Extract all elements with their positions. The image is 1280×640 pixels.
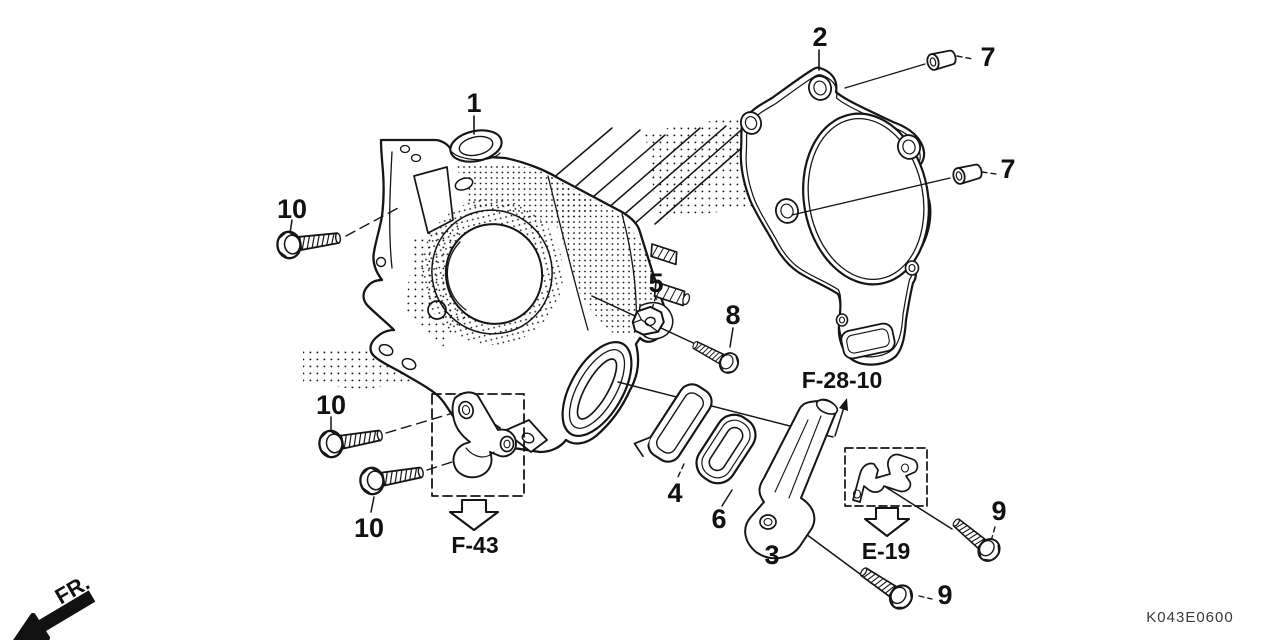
bolt-10c [357,457,427,498]
callout-10b: 10 [316,390,346,420]
bolt-8 [687,334,743,378]
callout-7a: 7 [980,42,995,72]
f43-arrow-icon [448,498,500,532]
water-pipe-part-3 [744,398,839,560]
bolt-9b [854,559,918,614]
ref-f-28-10: F-28-10 [802,367,883,393]
callout-10a: 10 [277,194,307,224]
callout-8: 8 [725,300,740,330]
chain-guide-part-4 [633,383,713,463]
callout-1: 1 [466,88,481,118]
bolt-10b [316,420,386,461]
gasket-part-2 [739,66,932,366]
bracket-in-e19 [852,453,919,503]
dowel-pin-7a [924,47,959,72]
e19-box [844,447,928,507]
callout-4: 4 [667,478,682,508]
bolt-10a [274,223,344,261]
gasket-bore [802,112,930,286]
diagram-code: K043E0600 [1146,609,1233,626]
callout-3: 3 [764,540,779,570]
fr-arrow-icon: FR. [13,570,96,640]
callout-6: 6 [711,504,726,534]
cylinder-bore [420,199,564,345]
callout-9b: 9 [937,580,952,610]
dowel-pin-7b [950,161,985,186]
callout-5: 5 [648,268,663,298]
e19-arrow-icon [863,506,911,538]
gasket-tail-cutout [840,322,896,360]
seal-part-6 [695,413,757,485]
f43-box [431,393,525,497]
reference-labels: F-28-10 F-43 E-19 [451,367,910,564]
projection-hatch [303,112,770,390]
ref-e-19: E-19 [862,538,911,564]
callout-9a: 9 [991,496,1006,526]
callout-2: 2 [812,22,827,52]
clamp-in-f43 [451,391,517,479]
ref-f-43: F-43 [451,532,498,558]
e19-reference-group [844,447,928,538]
nut-part-5 [631,305,665,336]
callout-10c: 10 [354,513,384,543]
cylinder-part-1 [362,129,691,454]
gasket-bolt-holes [740,75,921,327]
callout-labels: 1 2 7 7 10 5 8 10 10 4 6 3 9 9 [277,22,1016,610]
callout-7b: 7 [1000,154,1015,184]
f43-reference-group [431,391,525,532]
